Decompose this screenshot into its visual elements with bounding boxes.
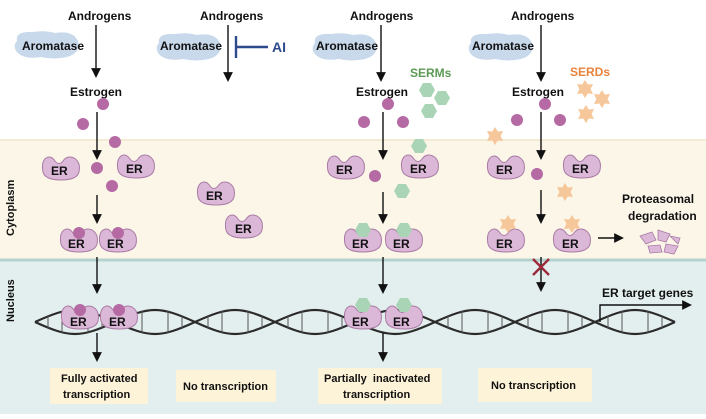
aromatase-label: Aromatase [22, 39, 84, 53]
outcome-line-1: Fully activated [61, 373, 137, 385]
er-label: ER [572, 162, 589, 176]
er-label: ER [336, 163, 353, 177]
androgens-label: Androgens [350, 9, 414, 23]
er-label: ER [235, 222, 252, 236]
column-serms: Androgens Aromatase SERMs Estrogen ER ER… [312, 9, 452, 404]
outcome-box [318, 368, 442, 404]
er-label: ER [393, 237, 410, 251]
nucleus-label: Nucleus [5, 279, 17, 322]
degraded-er-fragments [639, 229, 681, 255]
serds-label: SERDs [570, 65, 610, 79]
estrogen-molecules [77, 98, 121, 192]
estrogen-molecules [358, 98, 409, 182]
aromatase-label: Aromatase [316, 39, 378, 53]
er-label: ER [352, 237, 369, 251]
er-label: ER [70, 315, 87, 329]
er-label: ER [206, 189, 223, 203]
proteasomal-label-2: degradation [628, 209, 697, 223]
ai-label: AI [272, 39, 286, 55]
cytoplasm-label: Cytoplasm [5, 180, 17, 236]
outcome-box [176, 370, 276, 402]
block-cross-icon [532, 258, 550, 276]
estrogen-molecules [511, 98, 566, 180]
er-label: ER [410, 162, 427, 176]
column-aromatase-inhibitor: Androgens Aromatase AI ER ER No transcri… [156, 9, 286, 402]
androgens-label: Androgens [68, 9, 132, 23]
target-genes-label: ER target genes [602, 286, 694, 300]
outcome-box [478, 368, 592, 402]
proteasomal-label-1: Proteasomal [622, 192, 694, 206]
er-label: ER [126, 162, 143, 176]
outcome-line-1: No transcription [183, 381, 268, 393]
outcome-box [50, 368, 148, 404]
er-label: ER [393, 315, 410, 329]
er-label: ER [352, 315, 369, 329]
column-serds: Androgens Aromatase SERDs Estrogen ER ER… [468, 9, 697, 402]
outcome-line-2: transcription [63, 389, 131, 401]
er-label: ER [496, 237, 513, 251]
aromatase-label: Aromatase [160, 39, 222, 53]
outcome-line-1: No transcription [491, 380, 576, 392]
outcome-line-2: transcription [343, 389, 411, 401]
er-label: ER [109, 315, 126, 329]
estrogen-label: Estrogen [356, 85, 408, 99]
estrogen-label: Estrogen [512, 85, 564, 99]
androgens-label: Androgens [511, 9, 575, 23]
column-estrogen: Androgens Aromatase Estrogen ER ER ER ER… [14, 9, 155, 404]
er-label: ER [107, 237, 124, 251]
er-label: ER [562, 237, 579, 251]
estrogen-label: Estrogen [70, 85, 122, 99]
serms-label: SERMs [410, 66, 452, 80]
er-label: ER [51, 164, 68, 178]
er-label: ER [68, 237, 85, 251]
androgens-label: Androgens [200, 9, 264, 23]
outcome-line-1: Partially inactivated [324, 373, 430, 385]
er-target-genes: ER target genes [599, 286, 694, 322]
aromatase-label: Aromatase [472, 39, 534, 53]
er-label: ER [496, 163, 513, 177]
